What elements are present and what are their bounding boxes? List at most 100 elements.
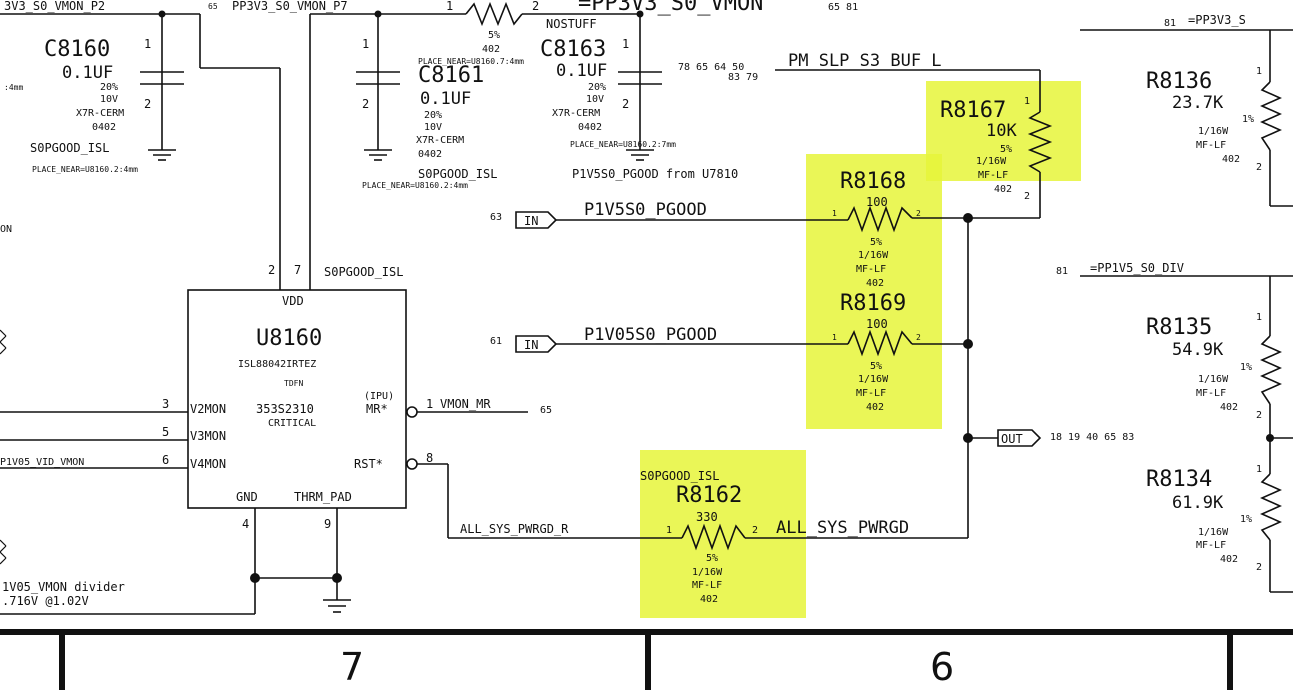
r8162-type: MF-LF (692, 580, 722, 591)
r8135-pin1: 1 (1256, 312, 1262, 323)
c8163-tol: 20% (588, 82, 606, 93)
pp1v5-div-ref: 81 (1056, 266, 1068, 277)
r8135-pin2: 2 (1256, 410, 1262, 421)
r8136-tol: 1% (1242, 114, 1254, 125)
net-all-sys-pwrgd-r: ALL_SYS_PWRGD_R (460, 522, 569, 536)
c8160-tol: 20% (100, 82, 118, 93)
c8160-pkg: 0402 (92, 122, 116, 133)
left-place-near: :4mm (4, 83, 23, 92)
r8167-value: 10K (986, 121, 1017, 141)
resistor-r8167[interactable] (1027, 111, 1053, 173)
capacitor-c8160[interactable] (140, 71, 184, 85)
r8167-type: MF-LF (978, 170, 1008, 181)
r8169-power: 1/16W (858, 374, 889, 385)
c8161-tol: 20% (424, 110, 442, 121)
c8161-pkg: 0402 (418, 149, 442, 160)
c8163-place: PLACE_NEAR=U8160.2:7mm (570, 140, 676, 149)
u8160-pkg: TDFN (284, 379, 303, 388)
r8168-power: 1/16W (858, 250, 889, 261)
r8135-value: 54.9K (1172, 340, 1224, 360)
r-top-pin2: 2 (532, 0, 539, 13)
resistor-top-nostuff[interactable] (465, 1, 523, 27)
c8160-net-s0pgood: S0PGOOD_ISL (30, 141, 109, 155)
ground-icon-c8163 (626, 149, 654, 161)
capacitor-c8163[interactable] (618, 71, 662, 85)
net-p1v05-vid: P1V05_VID_VMON (0, 457, 84, 468)
u8160-pin-rst: 8 (426, 451, 433, 465)
c8161-place1: PLACE_NEAR=U8160.7:4mm (418, 57, 524, 66)
u8160-v4mon: V4MON (190, 457, 226, 471)
r8168-pin2: 2 (916, 209, 921, 218)
u8160-ipu: (IPU) (364, 391, 394, 402)
vmon-mr-ref: 65 (540, 405, 552, 416)
r8136-value: 23.7K (1172, 93, 1224, 113)
r8136-type: MF-LF (1196, 140, 1226, 151)
u8160-pin-mr: 1 (426, 397, 433, 411)
c8163-pkg: 0402 (578, 122, 602, 133)
r8169-type: MF-LF (856, 388, 886, 399)
r8168-pkg: 402 (866, 278, 884, 289)
resistor-r8136[interactable] (1260, 81, 1282, 151)
p1v05-ref: 61 (490, 336, 502, 347)
u8160-pin-v3: 5 (162, 425, 169, 439)
net-pm-slp: PM_SLP_S3_BUF_L (788, 51, 942, 71)
ground-icon-c8161 (364, 149, 392, 161)
r8167-pin2: 2 (1024, 191, 1030, 202)
net-pp3v3-refs: 65 81 (828, 2, 858, 13)
r-top-pin1: 1 (446, 0, 453, 13)
u8160-thrm: THRM_PAD (294, 490, 352, 504)
r8168-ref: R8168 (840, 169, 906, 194)
c8161-pin2: 2 (362, 97, 369, 111)
net-p1v5-pgood: P1V5S0_PGOOD (584, 200, 707, 220)
r8162-pin2: 2 (752, 525, 758, 536)
r8162-power: 1/16W (692, 567, 723, 578)
port-in-p1v05[interactable] (515, 335, 558, 353)
divider-note-2: .716V @1.02V (2, 594, 89, 608)
drawing-frame (0, 629, 1293, 690)
r8162-tol: 5% (706, 553, 718, 564)
c8163-pin1: 1 (622, 37, 629, 51)
capacitor-c8161[interactable] (356, 71, 400, 85)
net-vmon-mr: VMON_MR (440, 397, 491, 411)
port-in-p1v5[interactable] (515, 211, 558, 229)
r8136-pkg: 402 (1222, 154, 1240, 165)
u8160-pin-vdd-a: 2 (268, 263, 275, 277)
c8160-pin1: 1 (144, 37, 151, 51)
r8162-value: 330 (696, 510, 718, 524)
r8169-pkg: 402 (866, 402, 884, 413)
u8160-pn: 353S2310 (256, 402, 314, 416)
highlight-r8167 (926, 81, 1081, 181)
p1v5-ref: 63 (490, 212, 502, 223)
u8160-vdd: VDD (282, 294, 304, 308)
r8167-pin1: 1 (1024, 96, 1030, 107)
r8135-type: MF-LF (1196, 388, 1226, 399)
c8161-type: X7R-CERM (416, 135, 464, 146)
r8168-pin1: 1 (832, 209, 837, 218)
c8163-pin2: 2 (622, 97, 629, 111)
r8167-ref: R8167 (940, 98, 1006, 123)
port-out-all-sys-pwrgd[interactable] (997, 429, 1042, 447)
r8167-pkg: 402 (994, 184, 1012, 195)
resistor-r8135[interactable] (1260, 335, 1282, 405)
port-in-label-2: IN (524, 338, 538, 352)
resistor-r8134[interactable] (1260, 473, 1282, 541)
r8134-value: 61.9K (1172, 493, 1224, 513)
ic-u8160[interactable] (187, 289, 418, 509)
junctions (158, 10, 1274, 583)
divider-note-1: 1V05_VMON divider (2, 580, 125, 594)
net-pp3v3-s0-vmon: =PP3V3_S0_VMON (578, 0, 763, 16)
u8160-pin-v2: 3 (162, 397, 169, 411)
resistor-r8169[interactable] (847, 329, 913, 357)
u8160-crit: CRITICAL (268, 418, 316, 429)
u8160-ref: U8160 (256, 326, 322, 351)
u8160-pin-thrm: 9 (324, 517, 331, 531)
net-all-sys-pwrgd: ALL_SYS_PWRGD (776, 518, 909, 538)
r-top-tol: 5% (488, 30, 500, 41)
c8160-type: X7R-CERM (76, 108, 124, 119)
net-pp1v5-div: =PP1V5_S0_DIV (1090, 261, 1184, 275)
resistor-r8162[interactable] (681, 523, 746, 551)
resistor-r8168[interactable] (847, 205, 913, 233)
r-top-nostuff: NOSTUFF (546, 17, 597, 31)
r8162-tag: S0PGOOD_ISL (640, 469, 719, 483)
